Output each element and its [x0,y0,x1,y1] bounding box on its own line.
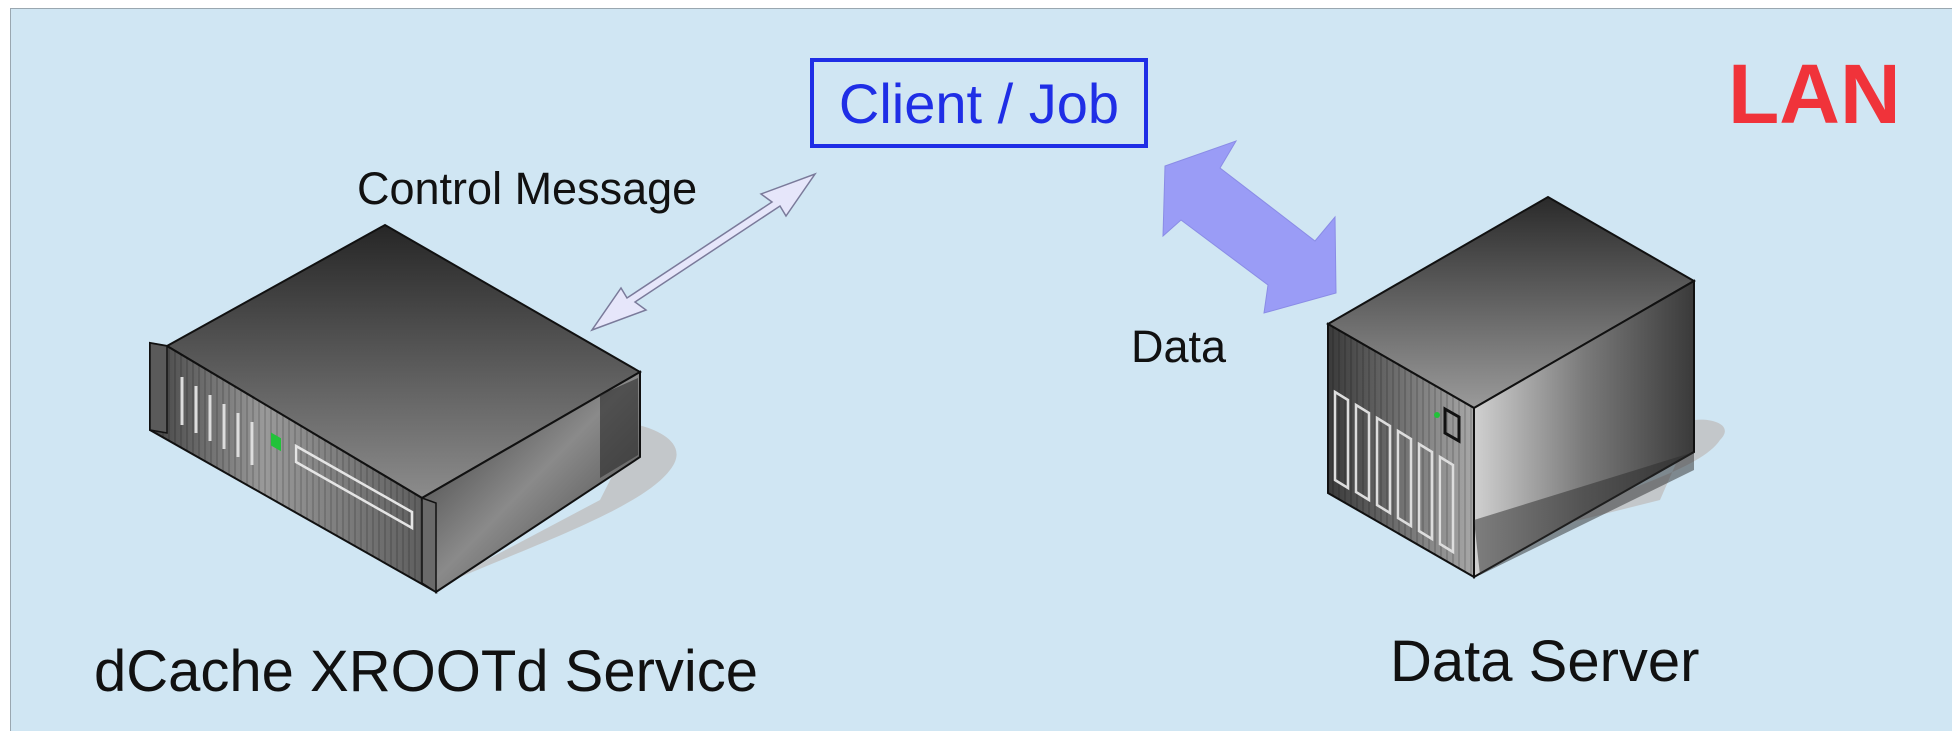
client-job-box: Client / Job [810,58,1148,148]
data-arrow [1162,140,1337,314]
xrootd-service-label: dCache XROOTd Service [94,639,759,704]
tower-server-icon [1325,195,1725,579]
control-message-arrow [590,172,817,332]
data-label: Data [1131,321,1227,372]
client-job-label: Client / Job [838,71,1120,135]
lan-label: LAN [1728,47,1901,141]
data-server-label: Data Server [1390,629,1700,694]
rack-server-icon [149,223,677,594]
control-message-label: Control Message [357,163,698,214]
